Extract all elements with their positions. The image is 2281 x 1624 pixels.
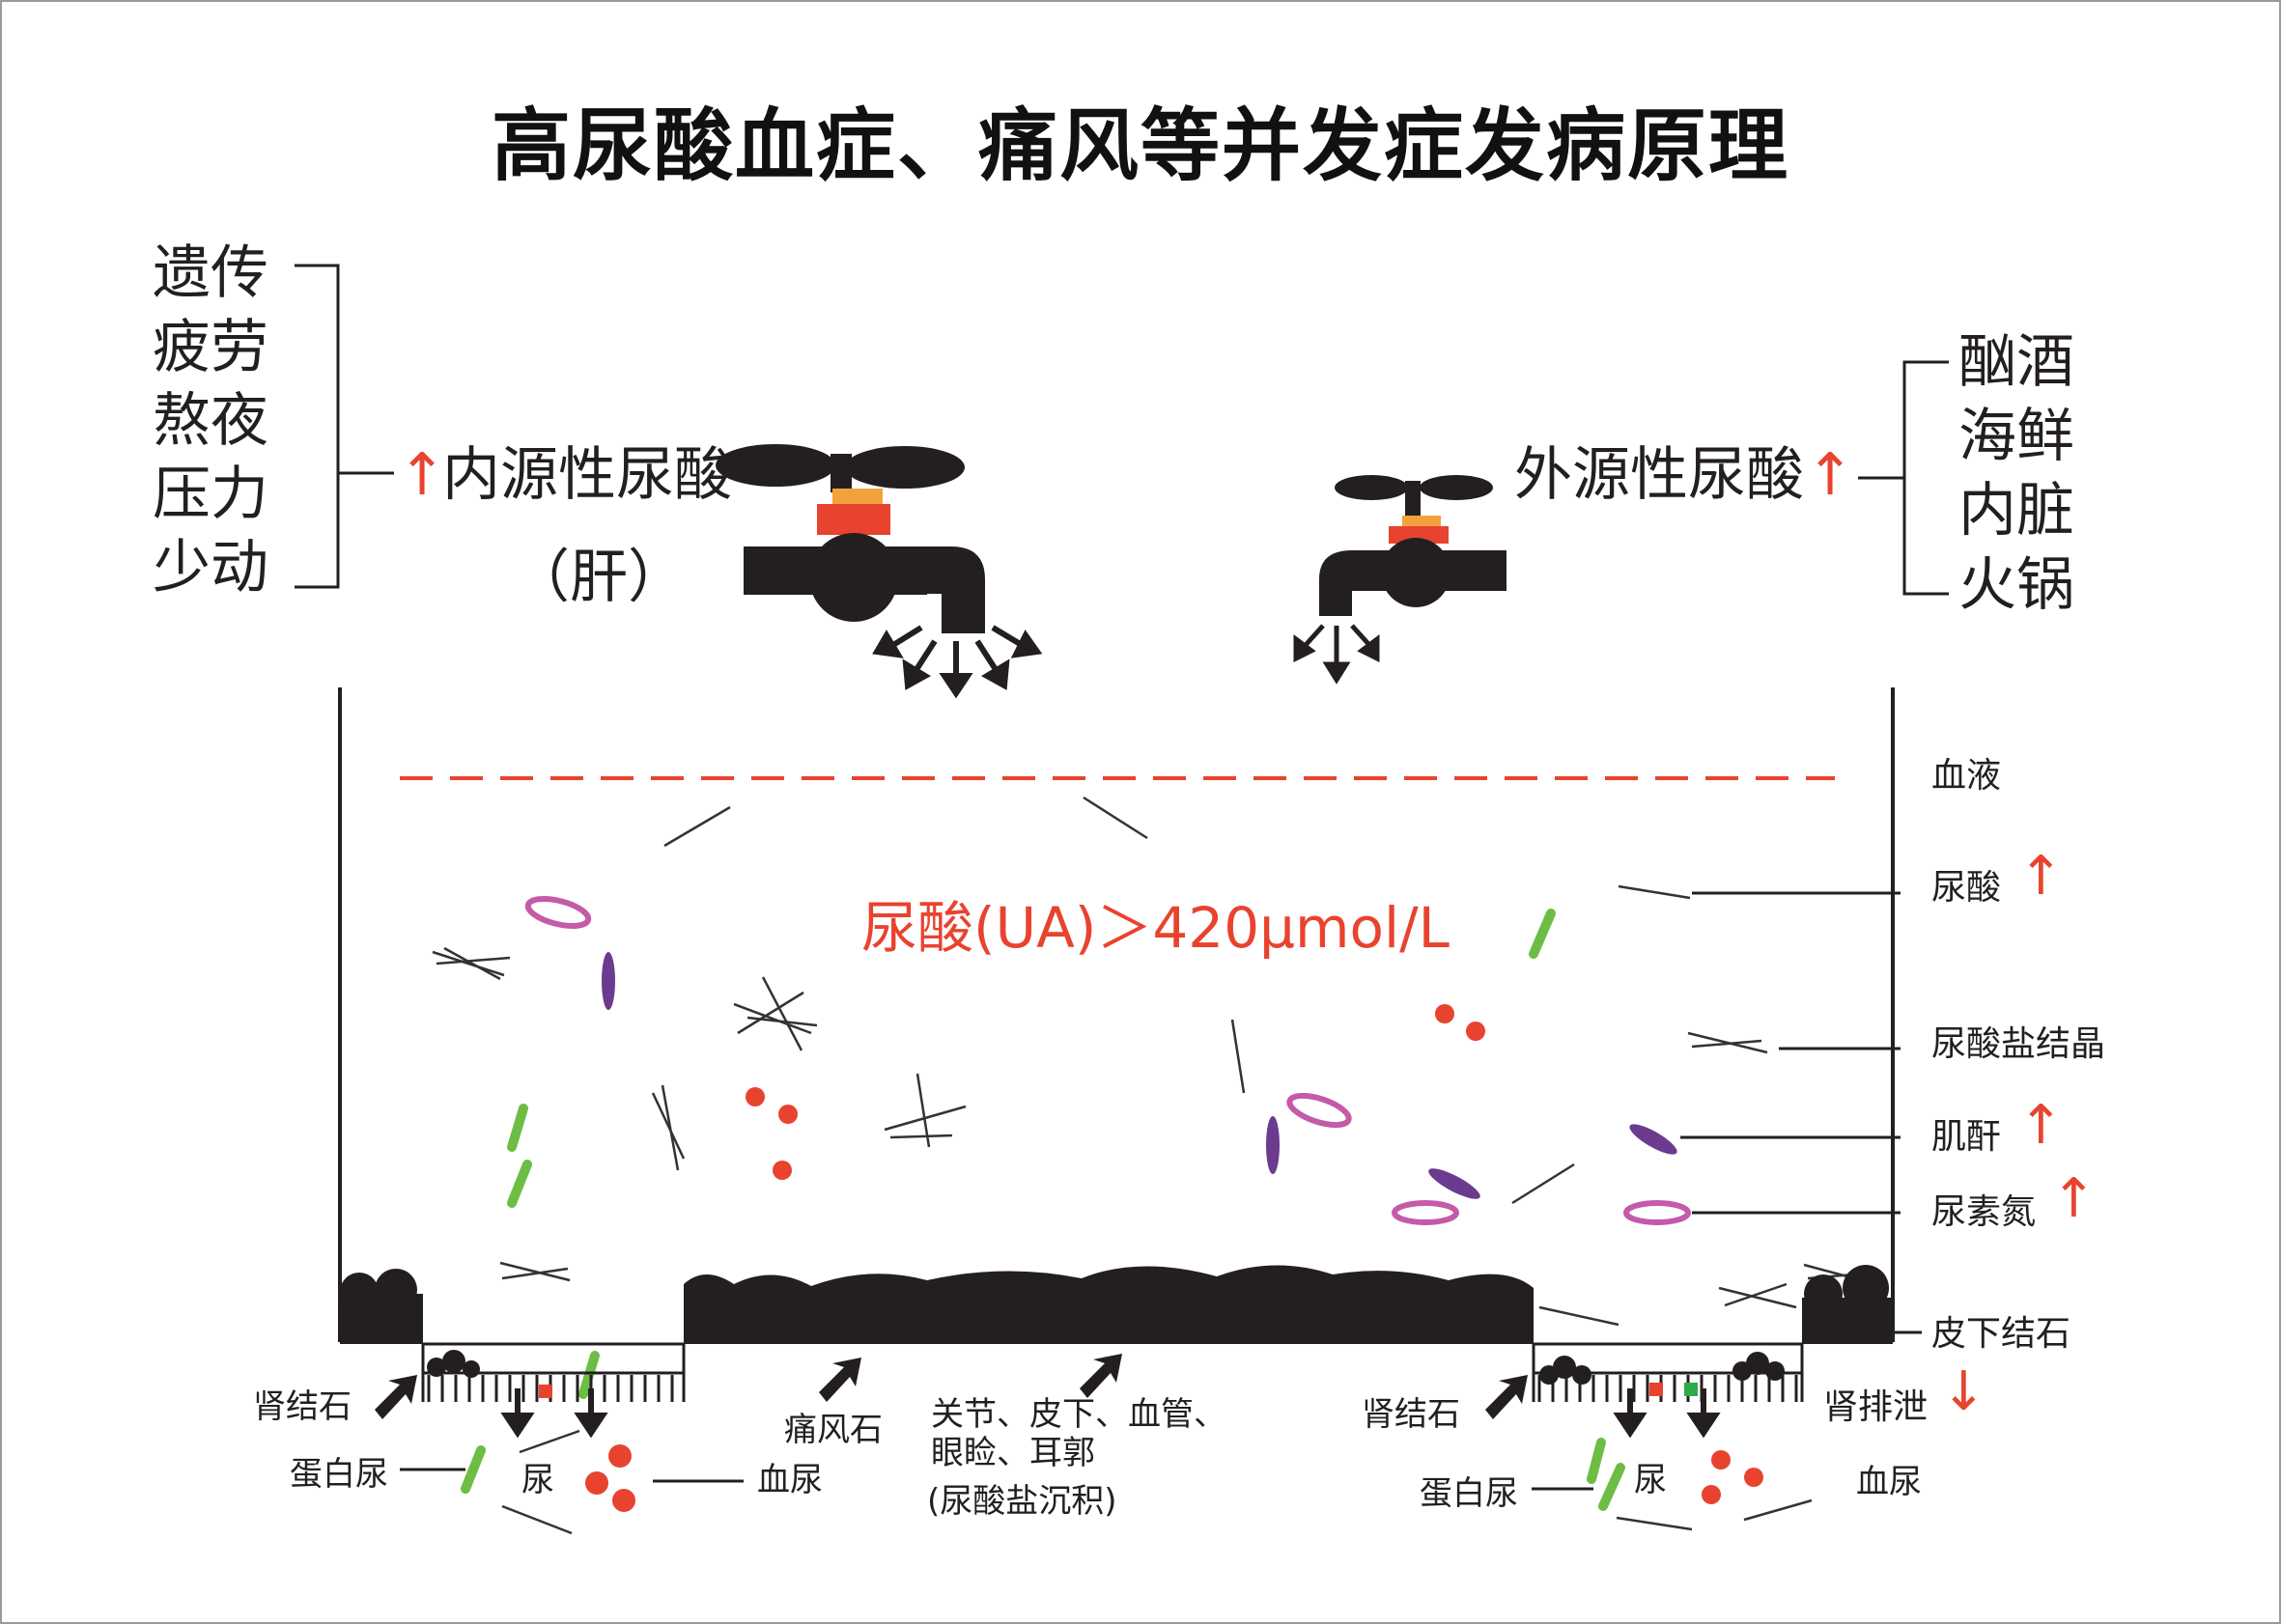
diet-faucet-icon xyxy=(1319,475,1507,616)
foods-bracket xyxy=(1858,362,1949,594)
blood-dot-left xyxy=(539,1385,552,1398)
factors-bracket xyxy=(295,266,394,587)
urea-nitrogen-particles xyxy=(525,894,1688,1222)
blood-dot-right xyxy=(1649,1383,1663,1396)
kidney-filter-ticks xyxy=(429,1375,1796,1402)
protein-dot-right xyxy=(1684,1383,1698,1396)
blood-vessel-walls xyxy=(340,687,1893,1342)
liver-faucet-icon xyxy=(716,444,985,633)
creatinine-particles xyxy=(602,952,1680,1204)
leader-lines xyxy=(400,893,1922,1489)
diet-spray-arrows xyxy=(1296,626,1377,680)
red-blood-cells xyxy=(585,1004,1763,1512)
urate-deposit-floor xyxy=(340,1265,1893,1344)
protein-rods xyxy=(465,913,1620,1506)
liver-spray-arrows xyxy=(877,628,1037,693)
urate-crystal-needles xyxy=(433,798,1883,1533)
